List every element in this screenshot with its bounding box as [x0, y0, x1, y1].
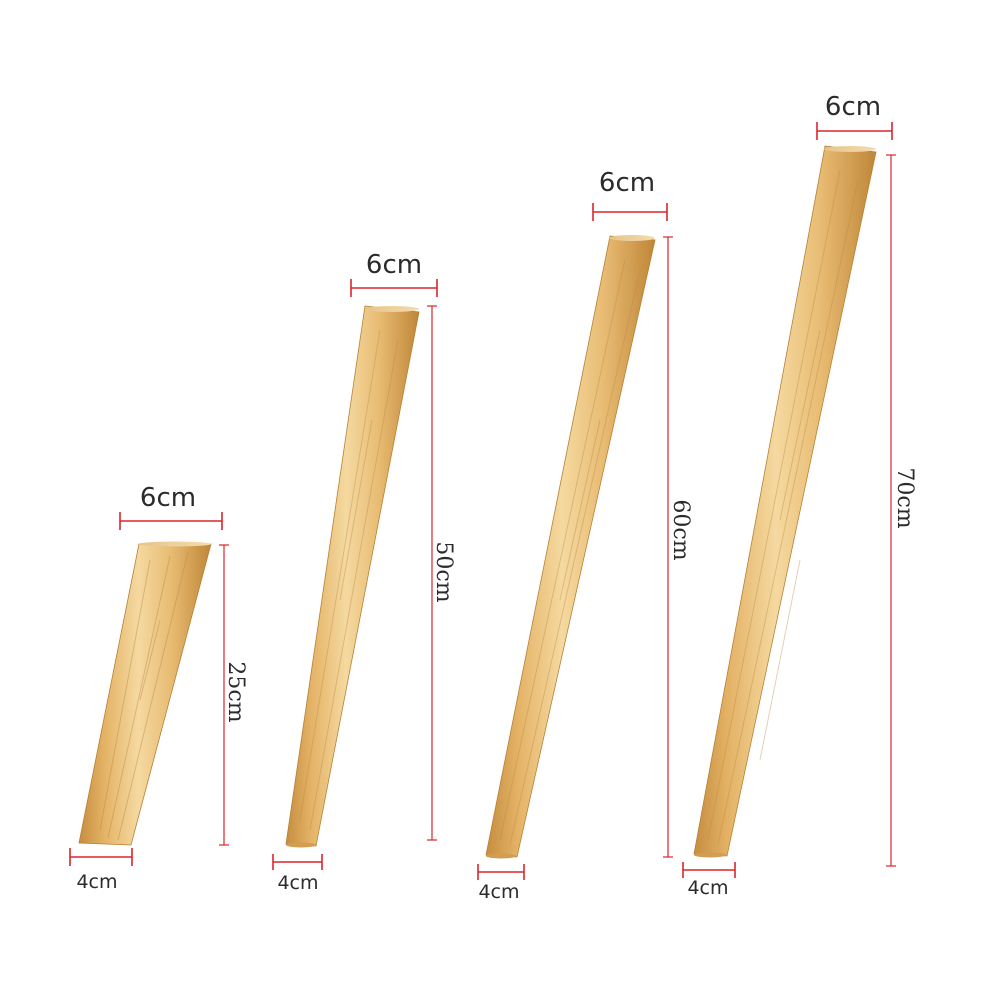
length-dimension: [886, 154, 896, 867]
length-dimension: [427, 305, 437, 841]
wooden-leg-1: [78, 541, 212, 846]
bottom-width-dimension: [272, 854, 323, 870]
wooden-leg-3: [485, 235, 656, 859]
top-width-label: 6cm: [140, 483, 196, 513]
bottom-width-dimension: [477, 864, 525, 880]
leg-60cm: 6cm 4cm 60cm: [477, 168, 693, 903]
length-dimension: [219, 544, 229, 846]
bottom-width-label: 4cm: [277, 872, 318, 894]
length-label: 60cm: [668, 499, 693, 560]
leg-70cm: 6cm 4cm 70cm: [682, 92, 917, 899]
length-label: 70cm: [892, 467, 917, 528]
bottom-width-dimension: [69, 848, 133, 866]
bottom-width-label: 4cm: [687, 877, 728, 899]
bottom-width-label: 4cm: [76, 871, 117, 893]
leg-50cm: 6cm 4cm 50cm: [272, 250, 456, 894]
length-label: 25cm: [223, 661, 248, 722]
bottom-width-dimension: [682, 862, 736, 878]
top-width-dimension: [119, 512, 223, 530]
leg-25cm: 6cm 4cm 25cm: [69, 483, 248, 893]
length-dimension: [663, 236, 673, 858]
top-width-dimension: [592, 203, 668, 221]
wooden-leg-2: [285, 305, 420, 848]
bottom-width-label: 4cm: [478, 881, 519, 903]
top-width-dimension: [350, 279, 438, 297]
length-label: 50cm: [431, 541, 456, 602]
wooden-leg-4: [693, 145, 877, 858]
top-width-label: 6cm: [366, 250, 422, 280]
top-width-dimension: [816, 122, 893, 140]
top-width-label: 6cm: [599, 168, 655, 198]
top-width-label: 6cm: [825, 92, 881, 122]
